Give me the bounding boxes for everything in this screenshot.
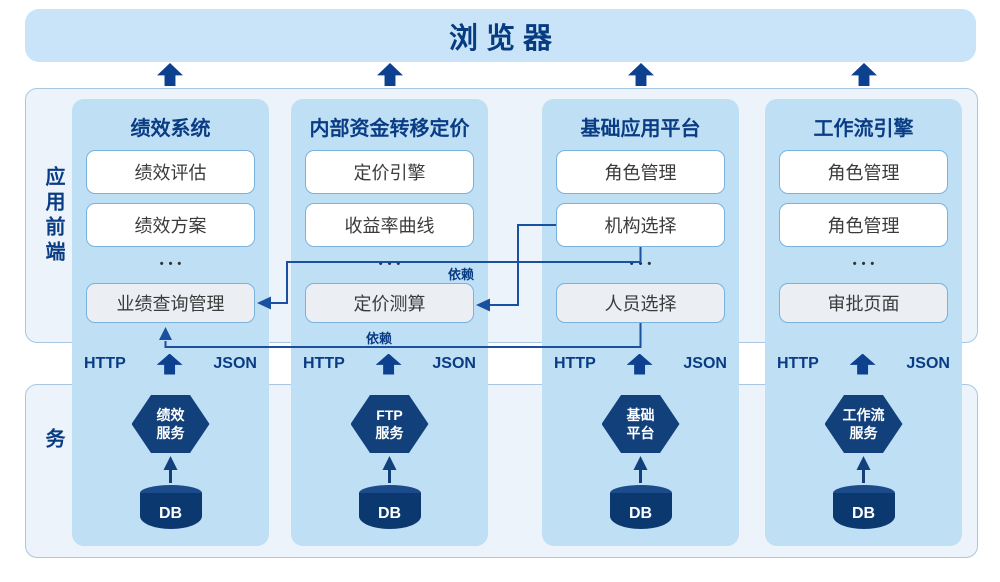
db-body: DB [609,493,672,529]
service-name-line1: 基础 [626,406,655,423]
column-base-platform: 基础应用平台 角色管理 机构选择 ••• 人员选择 HTTP JSON 基础 平… [542,99,739,546]
db-label: DB [628,505,653,522]
database-cylinder: DB [139,485,202,533]
ellipsis: ••• [852,258,880,270]
service-hexagon: 绩效 服务 [131,395,210,453]
module-box: 收益率曲线 [305,203,474,247]
service-name-line2: 服务 [156,425,185,441]
http-label: HTTP [84,355,126,372]
module-box: 角色管理 [779,150,948,194]
up-arrow-icon [156,353,183,375]
dependency-label: 依赖 [448,267,475,282]
service-name-line2: 服务 [375,425,404,441]
db-label: DB [851,505,876,522]
db-body: DB [832,493,895,529]
module-box: 机构选择 [556,203,725,247]
transport-row: HTTP JSON [291,350,488,378]
json-label: JSON [683,355,727,372]
database-cylinder: DB [358,485,421,533]
column-workflow-engine: 工作流引擎 角色管理 角色管理 ••• 审批页面 HTTP JSON 工作流 服… [765,99,962,546]
frontend-section-label: 应用前端 [42,165,64,266]
http-label: HTTP [303,355,345,372]
column-title: 内部资金转移定价 [309,118,470,140]
service-name-line1: 绩效 [156,406,185,423]
dependency-label: 依赖 [366,331,393,346]
db-body: DB [358,493,421,529]
http-label: HTTP [777,355,819,372]
ellipsis: ••• [159,258,187,270]
module-box: 定价引擎 [305,150,474,194]
up-arrow-icon [851,63,877,86]
browser-bar: 浏览器 [25,9,976,62]
json-label: JSON [906,355,950,372]
column-title: 绩效系统 [130,118,211,140]
service-name-line2: 平台 [626,425,655,441]
column-performance-system: 绩效系统 绩效评估 绩效方案 ••• 业绩查询管理 HTTP JSON 绩效 服… [72,99,269,546]
up-arrow-icon [375,353,402,375]
service-name-line2: 服务 [849,425,878,441]
transport-row: HTTP JSON [765,350,962,378]
http-label: HTTP [554,355,596,372]
service-hexagon: FTP 服务 [350,395,429,453]
up-arrow-icon [157,63,183,86]
db-label: DB [377,505,402,522]
module-box: 绩效方案 [86,203,255,247]
service-name-line1: 工作流 [842,406,885,423]
transport-row: HTTP JSON [72,350,269,378]
service-name-line1: FTP [376,406,403,423]
module-box: 角色管理 [779,203,948,247]
database-cylinder: DB [609,485,672,533]
up-arrow-icon [377,63,403,86]
module-box: 角色管理 [556,150,725,194]
up-arrow-icon [628,63,654,86]
module-box: 业绩查询管理 [86,283,255,323]
column-funds-transfer-pricing: 内部资金转移定价 定价引擎 收益率曲线 ••• 定价测算 HTTP JSON F… [291,99,488,546]
module-box: 定价测算 [305,283,474,323]
up-arrow-icon [849,353,876,375]
json-label: JSON [213,355,257,372]
service-hexagon: 工作流 服务 [824,395,903,453]
transport-row: HTTP JSON [542,350,739,378]
column-title: 工作流引擎 [813,118,914,140]
column-title: 基础应用平台 [580,118,701,140]
browser-label: 浏览器 [448,22,560,55]
up-arrow-icon [626,353,653,375]
module-box: 绩效评估 [86,150,255,194]
json-label: JSON [432,355,476,372]
module-box: 人员选择 [556,283,725,323]
service-hexagon: 基础 平台 [601,395,680,453]
ellipsis: ••• [629,258,657,270]
database-cylinder: DB [832,485,895,533]
db-label: DB [158,505,183,522]
db-body: DB [139,493,202,529]
module-box: 审批页面 [779,283,948,323]
